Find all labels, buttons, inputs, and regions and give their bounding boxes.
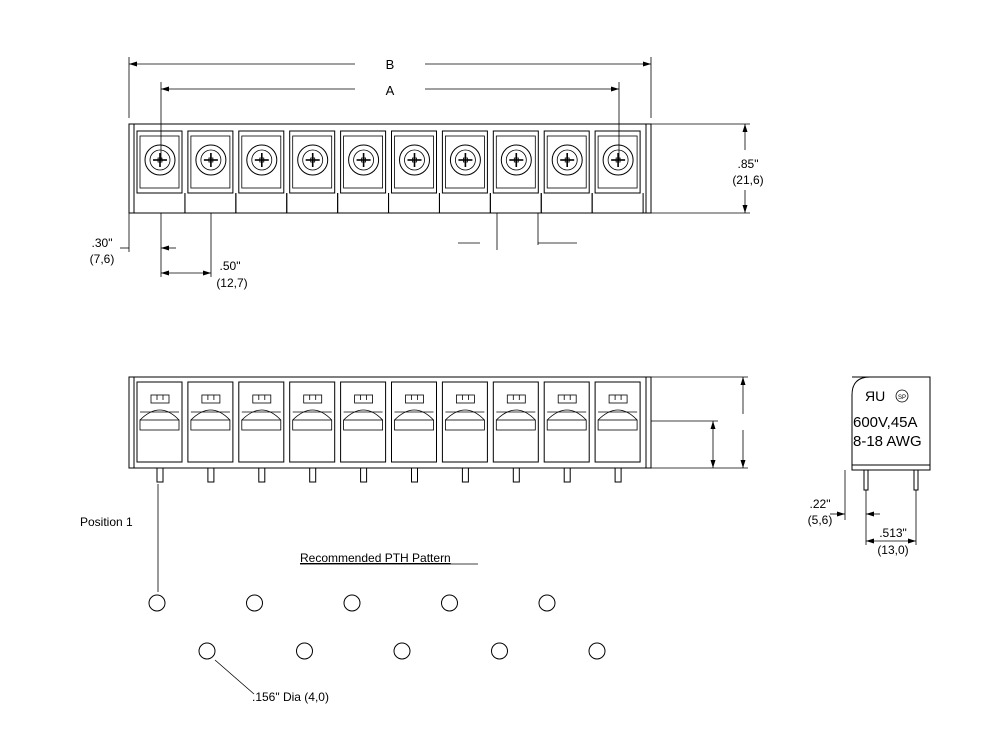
front-terminal-cell <box>391 381 437 483</box>
terminal-pin <box>563 467 571 483</box>
pin-offset-mm: (5,6) <box>808 513 833 527</box>
top-terminal-cell <box>235 130 288 213</box>
terminal-pin <box>614 467 622 483</box>
height-mm: (21,6) <box>732 173 763 187</box>
pth-title: Recommended PTH Pattern <box>300 551 451 565</box>
pth-hole <box>393 642 411 660</box>
rating-line-1: 600V,45A <box>853 414 918 431</box>
pth-hole <box>246 594 263 612</box>
pth-hole <box>538 594 556 612</box>
dimension-edge-offset: .30" (7,6) <box>90 213 176 277</box>
pin-row-spacing-mm: (13,0) <box>877 543 908 557</box>
edge-offset-mm: (7,6) <box>90 252 115 266</box>
dimension-a: A <box>160 82 620 160</box>
pth-hole <box>588 642 606 660</box>
edge-offset-inch: .30" <box>92 236 113 250</box>
top-terminal-cell <box>337 130 390 213</box>
dimension-b-label: B <box>386 57 395 72</box>
top-terminal-cell <box>438 130 491 213</box>
pth-hole <box>148 594 166 612</box>
front-terminal-cell <box>543 381 590 483</box>
front-height-dimensions <box>651 376 748 469</box>
top-terminal-cell <box>540 130 593 213</box>
top-terminal-cell <box>136 130 186 213</box>
terminal-pin <box>156 467 164 483</box>
front-terminal-cell <box>340 381 387 483</box>
front-view <box>128 376 652 483</box>
front-terminal-cell <box>187 381 234 483</box>
csa-mark: SP <box>898 395 906 401</box>
terminal-pin <box>512 467 520 483</box>
pth-pattern: Recommended PTH Pattern .156" Dia (4,0) <box>148 551 606 704</box>
pth-hole <box>198 642 216 660</box>
pth-hole <box>296 642 313 660</box>
leader-lines <box>458 213 577 250</box>
front-terminal-cell <box>238 381 285 483</box>
front-terminal-cell <box>492 381 539 483</box>
front-terminal-cell <box>289 381 336 483</box>
rating-line-2: 8-18 AWG <box>853 433 922 450</box>
top-terminal-cell <box>388 130 440 213</box>
side-view: ЯU SP 600V,45A 8-18 AWG .22" (5,6) .513"… <box>808 376 931 557</box>
top-terminal-cell <box>184 130 237 213</box>
pth-hole <box>491 642 508 660</box>
top-terminal-cell <box>591 130 644 213</box>
position-1-marker: Position 1 <box>80 484 159 592</box>
pin-offset-inch: .22" <box>810 497 831 511</box>
terminal-pin <box>461 467 469 483</box>
dimension-b: B <box>128 57 652 118</box>
height-inch: .85" <box>738 157 759 171</box>
pitch-mm: (12,7) <box>216 276 247 290</box>
dimension-a-label: A <box>386 83 395 98</box>
terminal-pin <box>207 467 215 483</box>
terminal-pin <box>411 467 418 483</box>
hole-diameter-label: .156" Dia (4,0) <box>252 690 329 704</box>
pin-row-spacing-inch: .513" <box>879 526 907 540</box>
terminal-pin <box>360 467 368 483</box>
top-terminal-cell <box>489 130 542 213</box>
top-terminal-cell <box>286 130 339 213</box>
pitch-inch: .50" <box>220 259 241 273</box>
pth-hole <box>441 594 458 612</box>
dimension-pitch: .50" (12,7) <box>161 213 248 290</box>
ul-mark: ЯU <box>865 388 885 404</box>
terminal-pin <box>309 467 317 483</box>
front-terminal-cell <box>136 381 183 483</box>
pth-hole <box>343 594 361 612</box>
dimension-height: .85" (21,6) <box>651 123 764 214</box>
front-terminal-cell <box>594 381 641 483</box>
terminal-pin <box>258 467 266 483</box>
position-1-label: Position 1 <box>80 515 133 529</box>
front-terminal-cell <box>441 381 488 483</box>
top-view <box>128 123 652 214</box>
